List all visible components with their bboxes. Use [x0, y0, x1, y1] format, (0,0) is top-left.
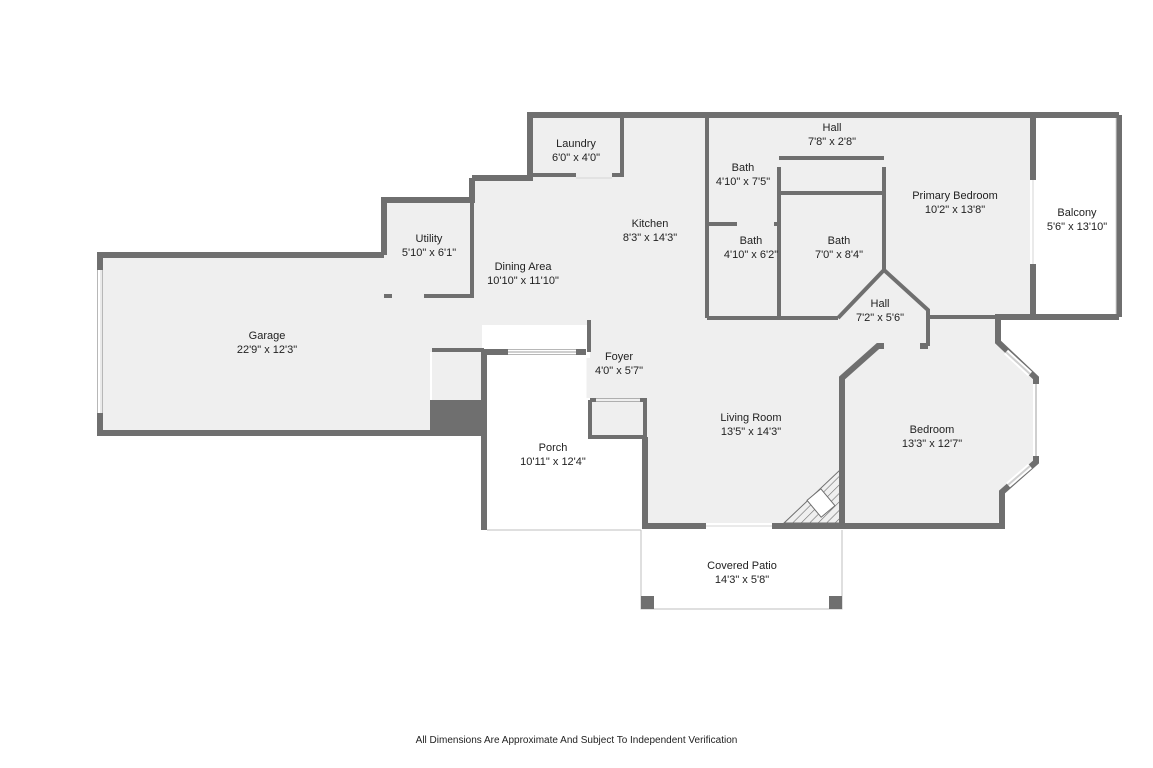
primary-bedroom-dims: 10'2" x 13'8": [925, 204, 985, 216]
laundry-dims: 6'0" x 4'0": [552, 152, 600, 164]
dining-dims: 10'10" x 11'10": [487, 275, 559, 287]
balcony-label: Balcony: [1057, 207, 1097, 219]
porch-label: Porch: [539, 442, 568, 454]
hall-top-south-wall: [777, 167, 886, 195]
hall-mid-east: [882, 268, 930, 346]
bath1-label: Bath: [732, 162, 755, 174]
bath2-label: Bath: [740, 235, 763, 247]
living-room-label: Living Room: [720, 412, 781, 424]
porch-dims: 10'11" x 12'4": [520, 456, 586, 468]
bedroom-label: Bedroom: [910, 424, 955, 436]
patio-post-left: [641, 596, 654, 609]
utility-dims: 5'10" x 6'1": [402, 247, 456, 259]
patio-dims: 14'3" x 5'8": [715, 574, 769, 586]
utility-floor: [384, 203, 472, 296]
balcony-floor: [1036, 115, 1119, 317]
balcony-dims: 5'6" x 13'10": [1047, 221, 1107, 233]
hall-mid-label: Hall: [871, 298, 890, 310]
hall-mid-dims: 7'2" x 5'6": [856, 312, 904, 324]
hall-top-label: Hall: [823, 122, 842, 134]
kitchen-label: Kitchen: [632, 218, 669, 230]
bedroom-dims: 13'3" x 12'7": [902, 438, 962, 450]
laundry-wall: [530, 118, 624, 177]
disclaimer-footer: All Dimensions Are Approximate And Subje…: [415, 735, 738, 746]
north-wall: [472, 112, 1119, 181]
stair-post: [806, 488, 836, 518]
room-labels: Laundry 6'0" x 4'0" Hall 7'8" x 2'8" Bat…: [237, 122, 1107, 586]
bath2-dims: 4'10" x 6'2": [724, 249, 778, 261]
bedroom-window-se-line: [1007, 465, 1031, 486]
bath3-label: Bath: [828, 235, 851, 247]
primary-bedroom-label: Primary Bedroom: [912, 190, 998, 202]
windows: [97, 118, 1117, 529]
garage-floor: [100, 255, 430, 435]
utility-label: Utility: [416, 233, 443, 245]
laundry-label: Laundry: [556, 138, 596, 150]
foyer-label: Foyer: [605, 351, 633, 363]
bath1-dims: 4'10" x 7'5": [716, 176, 770, 188]
patio-label: Covered Patio: [707, 560, 777, 572]
bedroom-window-ne-line: [1005, 351, 1031, 375]
hall-top-dims: 7'8" x 2'8": [808, 136, 856, 148]
hall-nook-floor: [432, 352, 482, 400]
utility-wall: [381, 178, 475, 255]
bath3-dims: 7'0" x 8'4": [815, 249, 863, 261]
kitchen-dims: 8'3" x 14'3": [623, 232, 677, 244]
patio-post-right: [829, 596, 842, 609]
living-room-dims: 13'5" x 14'3": [721, 426, 781, 438]
garage-label: Garage: [249, 330, 286, 342]
structural-column: [430, 400, 484, 436]
foyer-dims: 4'0" x 5'7": [595, 365, 643, 377]
patio-outline: [640, 530, 843, 610]
door-openings: [392, 172, 994, 402]
covered-patio: [487, 529, 843, 610]
garage-dims: 22'9" x 12'3": [237, 344, 297, 356]
dining-label: Dining Area: [495, 261, 553, 273]
